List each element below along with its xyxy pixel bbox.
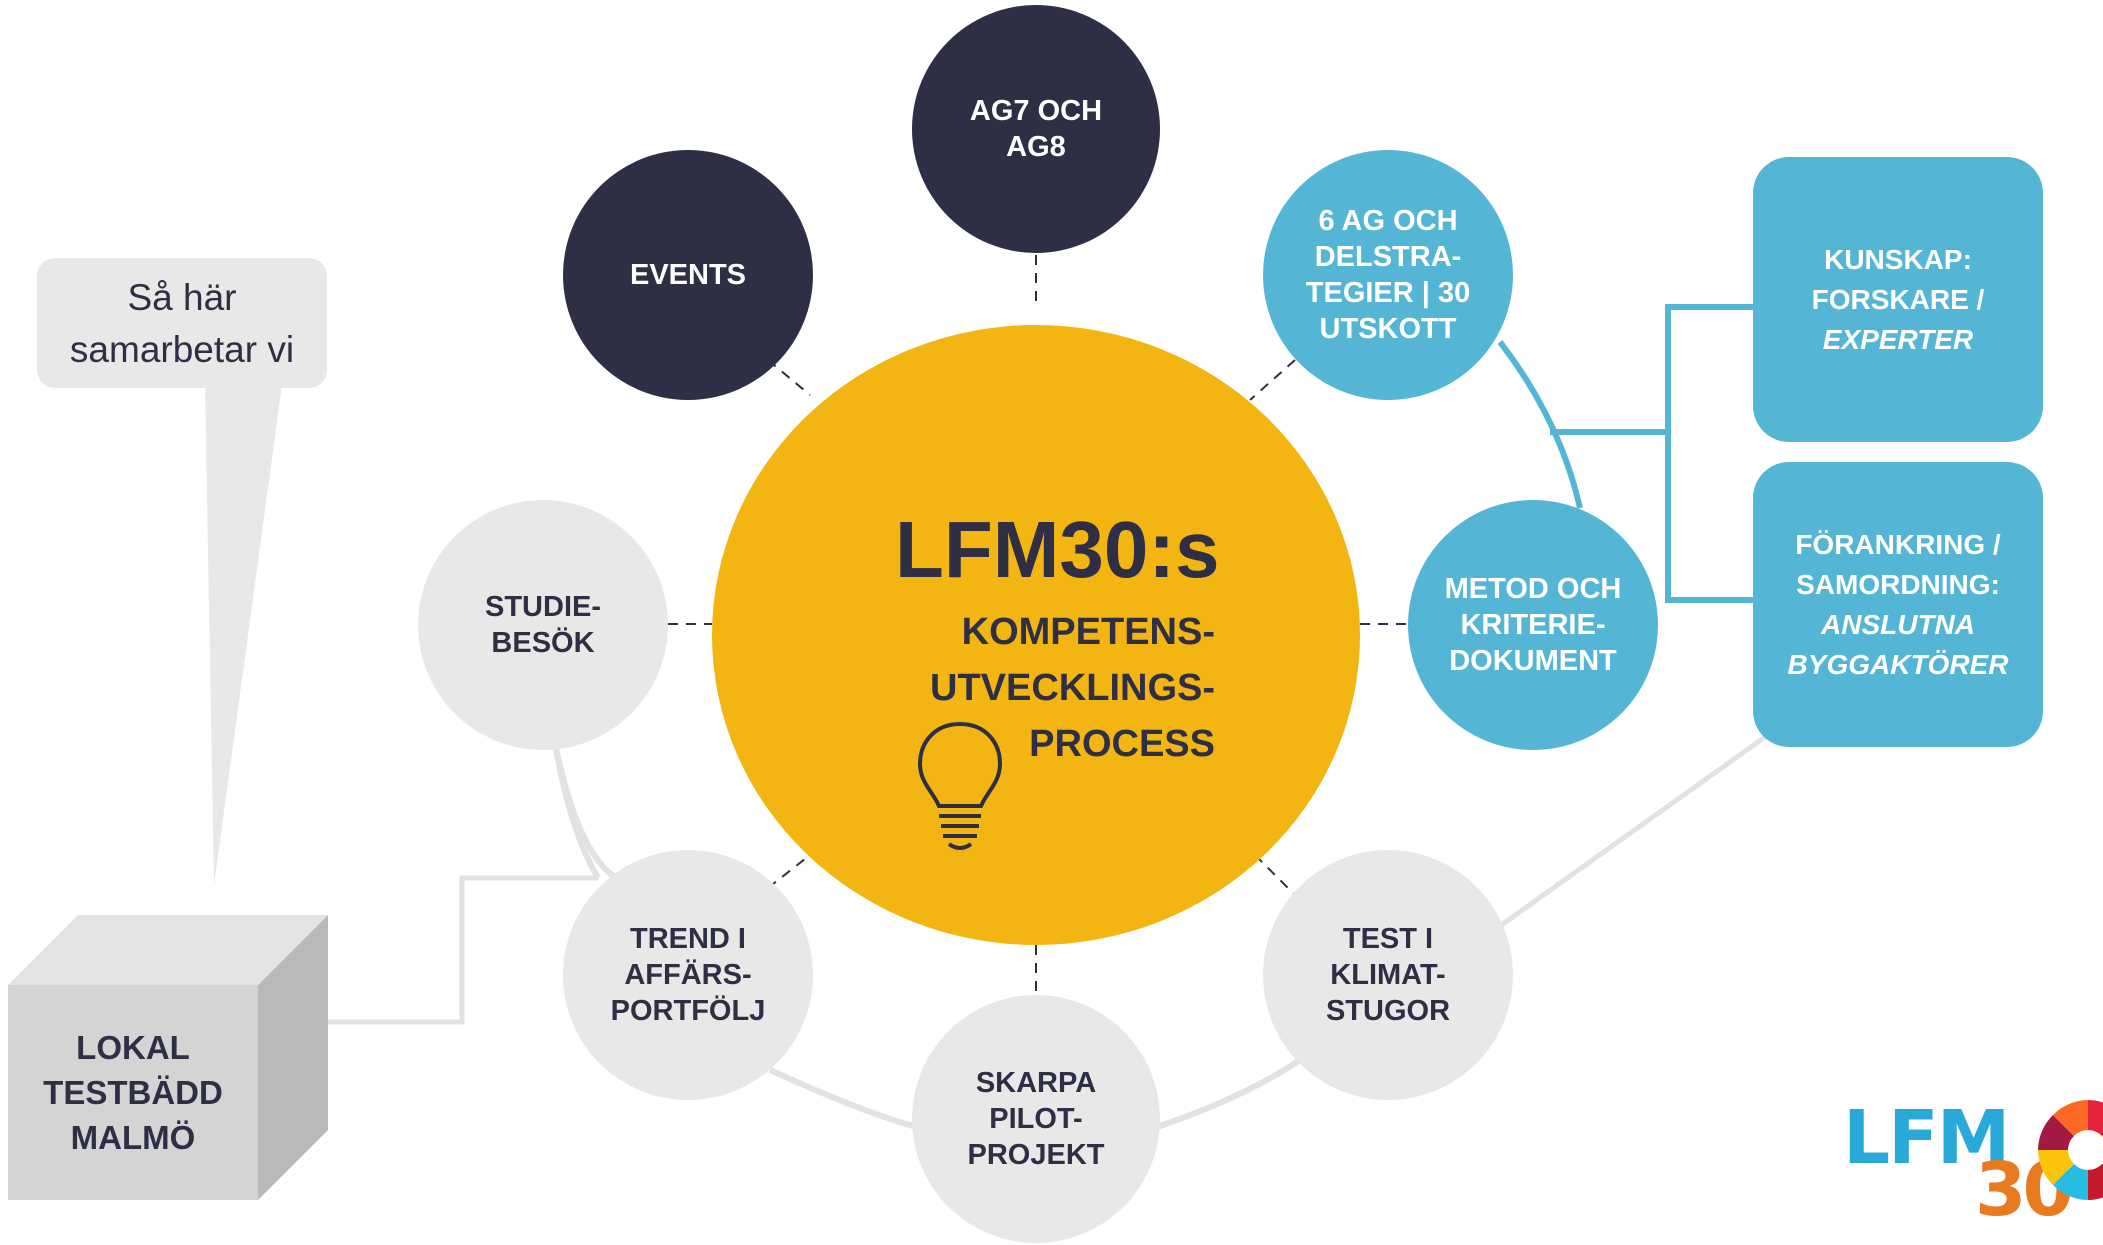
lightbulb-icon — [917, 721, 1003, 850]
node-events: EVENTS — [563, 150, 813, 400]
spoke-test — [1254, 854, 1296, 896]
node-test: TEST I KLIMAT- STUGOR — [1263, 850, 1513, 1100]
box-forankring-line-4: BYGGAKTÖRER — [1787, 648, 2009, 680]
node-metod-line-1: METOD OCH — [1444, 573, 1622, 605]
node-studie-label: STUDIE- BESÖK — [471, 589, 615, 661]
center-circle — [712, 325, 1360, 945]
node-events-label: EVENTS — [616, 257, 760, 293]
node-skarpa-line-1: SKARPA — [975, 1067, 1097, 1099]
center-subtitle: KOMPETENS- UTVECKLINGS- PROCESS — [795, 604, 1215, 772]
node-ag6-line-3: TEGIER | 30 — [1305, 277, 1471, 309]
node-trend-line-3: PORTFÖLJ — [610, 995, 766, 1027]
node-skarpa-line-3: PROJEKT — [967, 1139, 1105, 1171]
sdg-wheel-icon — [2038, 1100, 2103, 1200]
box-kunskap-line-2: FORSKARE / — [1811, 283, 1985, 315]
node-studie-line-1: STUDIE- — [485, 591, 601, 623]
center-sub-2: UTVECKLINGS- — [930, 667, 1215, 709]
box-kunskap-line-3: EXPERTER — [1822, 323, 1974, 355]
testbed-line-3: MALMÖ — [70, 1119, 196, 1156]
box-forankring-line-2: SAMORDNING: — [1796, 568, 2000, 600]
box-forankring-text: FÖRANKRING / SAMORDNING: ANSLUTNA BYGGAK… — [1788, 525, 2009, 685]
node-ag7-line-1: AG7 OCH — [969, 95, 1103, 127]
node-trend-label: TREND I AFFÄRS- PORTFÖLJ — [597, 921, 780, 1029]
node-ag6-line-2: DELSTRA- — [1314, 241, 1462, 273]
box-forankring-line-1: FÖRANKRING / — [1795, 528, 2001, 560]
speech-line-2: samarbetar vi — [69, 329, 295, 370]
speech-line-1: Så här — [127, 277, 237, 318]
node-ag6-line-1: 6 AG OCH — [1318, 205, 1458, 237]
box-forankring: FÖRANKRING / SAMORDNING: ANSLUTNA BYGGAK… — [1753, 462, 2043, 747]
node-test-line-1: TEST I — [1342, 923, 1434, 955]
node-metod-line-3: DOKUMENT — [1449, 645, 1617, 677]
speech-bubble-text: Så här samarbetar vi — [37, 272, 327, 376]
logo-text: LFM — [1843, 1095, 2010, 1181]
node-test-line-2: KLIMAT- — [1330, 959, 1446, 991]
node-ag7-label: AG7 OCH AG8 — [956, 93, 1116, 165]
node-trend-line-1: TREND I — [629, 923, 746, 955]
node-test-label: TEST I KLIMAT- STUGOR — [1312, 921, 1464, 1029]
node-ag6: 6 AG OCH DELSTRA- TEGIER | 30 UTSKOTT — [1263, 150, 1513, 400]
node-metod-line-2: KRITERIE- — [1460, 609, 1606, 641]
testbed-line-1: LOKAL — [76, 1029, 190, 1066]
box-kunskap-line-1: KUNSKAP: — [1824, 243, 1972, 275]
testbed-line-2: TESTBÄDD — [43, 1074, 223, 1111]
node-trend-line-2: AFFÄRS- — [624, 959, 752, 991]
node-skarpa-line-2: PILOT- — [989, 1103, 1083, 1135]
node-metod-label: METOD OCH KRITERIE- DOKUMENT — [1431, 571, 1636, 679]
node-ag6-line-4: UTSKOTT — [1319, 313, 1457, 345]
node-events-line-1: EVENTS — [629, 259, 747, 291]
blue-arc — [1497, 340, 1583, 509]
box-kunskap-text: KUNSKAP: FORSKARE / EXPERTER — [1812, 240, 1985, 360]
lfm30-logo: LFM 30 — [1843, 1090, 2103, 1240]
grey-arc-left — [553, 747, 601, 880]
testbed-label: LOKAL TESTBÄDD MALMÖ — [8, 1025, 258, 1160]
node-ag7-line-2: AG8 — [1006, 131, 1066, 163]
node-ag7: AG7 OCH AG8 — [912, 5, 1160, 253]
spoke-events — [767, 359, 811, 396]
node-ag6-label: 6 AG OCH DELSTRA- TEGIER | 30 UTSKOTT — [1292, 203, 1484, 347]
blue-bracket — [1665, 304, 1753, 603]
box-forankring-line-3: ANSLUTNA — [1821, 608, 1975, 640]
node-skarpa-label: SKARPA PILOT- PROJEKT — [954, 1065, 1119, 1173]
center-sub-1: KOMPETENS- — [961, 611, 1215, 653]
cube-bracket — [328, 875, 598, 1025]
node-test-line-3: STUGOR — [1325, 995, 1451, 1027]
node-studie-line-2: BESÖK — [491, 627, 595, 659]
center-sub-3: PROCESS — [1029, 723, 1215, 765]
spoke-trend — [767, 854, 811, 889]
test-to-box-line — [1498, 734, 1767, 929]
node-studie: STUDIE- BESÖK — [418, 500, 668, 750]
node-metod: METOD OCH KRITERIE- DOKUMENT — [1408, 500, 1658, 750]
center-title: LFM30:s — [895, 505, 1220, 594]
box-kunskap: KUNSKAP: FORSKARE / EXPERTER — [1753, 157, 2043, 442]
node-trend: TREND I AFFÄRS- PORTFÖLJ — [563, 850, 813, 1100]
node-skarpa: SKARPA PILOT- PROJEKT — [912, 995, 1160, 1243]
